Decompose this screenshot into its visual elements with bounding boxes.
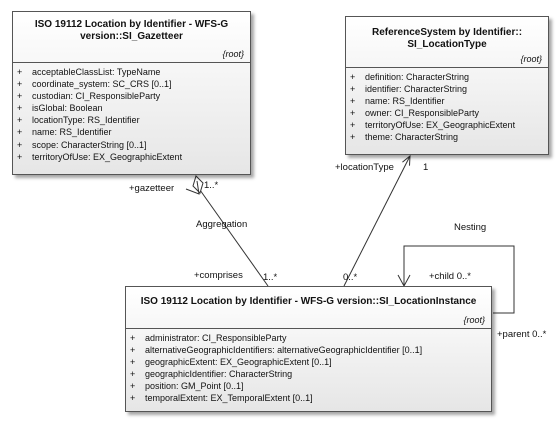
- attribute-text: position: GM_Point [0..1]: [145, 381, 244, 392]
- attribute-row[interactable]: + geographicExtent: EX_GeographicExtent […: [126, 356, 491, 368]
- location-type-role-label: +locationType: [335, 162, 394, 173]
- location-type-line[interactable]: [343, 156, 410, 287]
- class-stereotype: {root}: [463, 315, 485, 325]
- attribute-row[interactable]: + theme: CharacterString: [346, 131, 548, 143]
- attribute-text: coordinate_system: SC_CRS [0..1]: [32, 79, 172, 90]
- aggregation-arrowhead: [185, 180, 200, 195]
- class-si-gazetteer[interactable]: ISO 19112 Location by Identifier - WFS-G…: [12, 11, 251, 175]
- class-header: ReferenceSystem by Identifier:: SI_Locat…: [346, 17, 548, 68]
- attribute-list: + administrator: CI_ResponsibleParty + alt…: [126, 329, 491, 405]
- attribute-row[interactable]: + custodian: CI_ResponsibleParty: [13, 90, 250, 102]
- attribute-row[interactable]: + identifier: CharacterString: [346, 83, 548, 95]
- visibility-marker: +: [130, 357, 136, 368]
- visibility-marker: +: [17, 127, 23, 138]
- attribute-text: name: RS_Identifier: [32, 127, 112, 138]
- visibility-marker: +: [350, 72, 356, 82]
- visibility-marker: +: [350, 96, 356, 107]
- class-title: ISO 19112 Location by Identifier - WFS-G…: [140, 296, 477, 307]
- attribute-list: + definition: CharacterString + identifier…: [346, 68, 548, 144]
- attribute-text: scope: CharacterString [0..1]: [32, 139, 147, 150]
- class-title-line1: ISO 19112 Location by Identifier - WFS-G: [34, 19, 229, 30]
- attribute-text: locationType: RS_Identifier: [32, 115, 140, 126]
- visibility-marker: +: [350, 84, 356, 95]
- location-type-multiplicity-label: 1: [423, 162, 429, 173]
- visibility-marker: +: [130, 369, 136, 380]
- comprises-role-label: +comprises: [194, 270, 243, 281]
- visibility-marker: +: [350, 120, 356, 131]
- visibility-marker: +: [17, 151, 23, 162]
- visibility-marker: +: [17, 67, 23, 77]
- visibility-marker: +: [130, 333, 136, 343]
- visibility-marker: +: [17, 139, 23, 150]
- attribute-text: administrator: CI_ResponsibleParty: [145, 333, 287, 343]
- location-instance-multiplicity-label: 0..*: [343, 272, 358, 283]
- attribute-row[interactable]: + definition: CharacterString: [346, 71, 548, 83]
- nesting-name-label: Nesting: [454, 222, 487, 233]
- class-stereotype: {root}: [520, 54, 542, 64]
- attribute-row[interactable]: + acceptableClassList: TypeName: [13, 66, 250, 78]
- visibility-marker: +: [130, 345, 136, 356]
- comprises-multiplicity-label: 1..*: [263, 272, 278, 283]
- visibility-marker: +: [17, 115, 23, 126]
- attribute-text: theme: CharacterString: [365, 132, 459, 143]
- attribute-text: alternativeGeographicIdentifiers: altern…: [145, 345, 423, 356]
- attribute-text: territoryOfUse: EX_GeographicExtent: [32, 151, 183, 162]
- visibility-marker: +: [350, 132, 356, 143]
- attribute-row[interactable]: + temporalExtent: EX_TemporalExtent [0..1…: [126, 392, 491, 404]
- attribute-text: acceptableClassList: TypeName: [32, 67, 161, 77]
- attribute-row[interactable]: + position: GM_Point [0..1]: [126, 380, 491, 392]
- attribute-row[interactable]: + name: RS_Identifier: [13, 126, 250, 138]
- class-si-location-type[interactable]: ReferenceSystem by Identifier:: SI_Locat…: [345, 16, 549, 155]
- attribute-text: identifier: CharacterString: [365, 84, 468, 95]
- aggregation-line[interactable]: [199, 189, 269, 287]
- attribute-text: custodian: CI_ResponsibleParty: [32, 91, 161, 102]
- attribute-row[interactable]: + alternativeGeographicIdentifiers: alter…: [126, 344, 491, 356]
- attribute-row[interactable]: + geographicIdentifier: CharacterString: [126, 368, 491, 380]
- attribute-row[interactable]: + territoryOfUse: EX_GeographicExtent: [346, 119, 548, 131]
- gazetteer-role-label: +gazetteer: [129, 183, 175, 194]
- attribute-list: + acceptableClassList: TypeName + coordina…: [13, 63, 250, 163]
- attribute-row[interactable]: + coordinate_system: SC_CRS [0..1]: [13, 78, 250, 90]
- attribute-text: temporalExtent: EX_TemporalExtent [0..1]: [145, 393, 313, 404]
- attribute-text: isGlobal: Boolean: [32, 103, 103, 114]
- class-title-line1: ReferenceSystem by Identifier::: [371, 27, 523, 38]
- attribute-text: definition: CharacterString: [365, 72, 470, 82]
- attribute-text: geographicIdentifier: CharacterString: [145, 369, 293, 380]
- attribute-row[interactable]: + territoryOfUse: EX_GeographicExtent: [13, 151, 250, 163]
- attribute-text: territoryOfUse: EX_GeographicExtent: [365, 120, 516, 131]
- visibility-marker: +: [350, 108, 356, 119]
- class-title-line2: SI_LocationType: [407, 39, 487, 50]
- nesting-line[interactable]: [403, 245, 515, 314]
- attribute-text: geographicExtent: EX_GeographicExtent [0…: [145, 357, 332, 368]
- visibility-marker: +: [130, 393, 136, 404]
- class-stereotype: {root}: [222, 49, 244, 59]
- class-si-location-instance[interactable]: ISO 19112 Location by Identifier - WFS-G…: [125, 286, 492, 412]
- attribute-text: name: RS_Identifier: [365, 96, 445, 107]
- visibility-marker: +: [17, 103, 23, 114]
- attribute-row[interactable]: + scope: CharacterString [0..1]: [13, 139, 250, 151]
- attribute-row[interactable]: + name: RS_Identifier: [346, 95, 548, 107]
- attribute-text: owner: CI_ResponsibleParty: [365, 108, 480, 119]
- gazetteer-multiplicity-label: 1..*: [204, 180, 219, 191]
- attribute-row[interactable]: + isGlobal: Boolean: [13, 102, 250, 114]
- class-title-line2: version::SI_Gazetteer: [80, 31, 183, 42]
- nesting-parent-role-label: +parent 0..*: [497, 329, 547, 340]
- aggregation-name-label: Aggregation: [196, 219, 248, 230]
- attribute-row[interactable]: + locationType: RS_Identifier: [13, 114, 250, 126]
- attribute-row[interactable]: + administrator: CI_ResponsibleParty: [126, 332, 491, 344]
- visibility-marker: +: [17, 91, 23, 102]
- class-header: ISO 19112 Location by Identifier - WFS-G…: [126, 287, 491, 329]
- class-header: ISO 19112 Location by Identifier - WFS-G…: [13, 12, 250, 63]
- attribute-row[interactable]: + owner: CI_ResponsibleParty: [346, 107, 548, 119]
- nesting-child-role-label: +child 0..*: [429, 271, 471, 282]
- visibility-marker: +: [130, 381, 136, 392]
- visibility-marker: +: [17, 79, 23, 90]
